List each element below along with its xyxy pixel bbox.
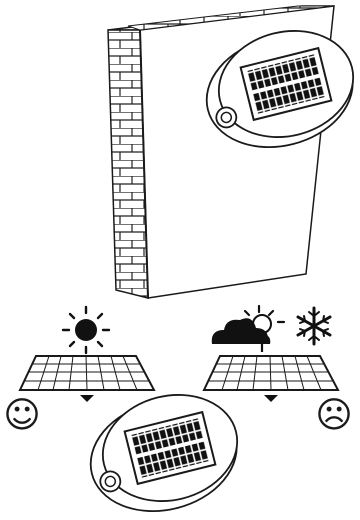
solar-panel-icon: [18, 355, 156, 391]
arrow-down-icon: [264, 395, 278, 402]
snowflake-icon: [296, 306, 332, 346]
solar-panel-icon: [202, 355, 340, 391]
sun-icon: [61, 305, 111, 355]
sad-face-icon: ☹: [315, 395, 353, 436]
happy-face-icon: ☺: [3, 395, 41, 436]
solar-light-on-wall: [205, 30, 355, 149]
condition-cloudy-snowy: [202, 304, 340, 402]
arrow-down-icon: [80, 395, 94, 402]
cloud-sun-icon: [211, 304, 286, 352]
condition-sunny: [18, 305, 156, 402]
solar-light-device: [89, 394, 239, 513]
